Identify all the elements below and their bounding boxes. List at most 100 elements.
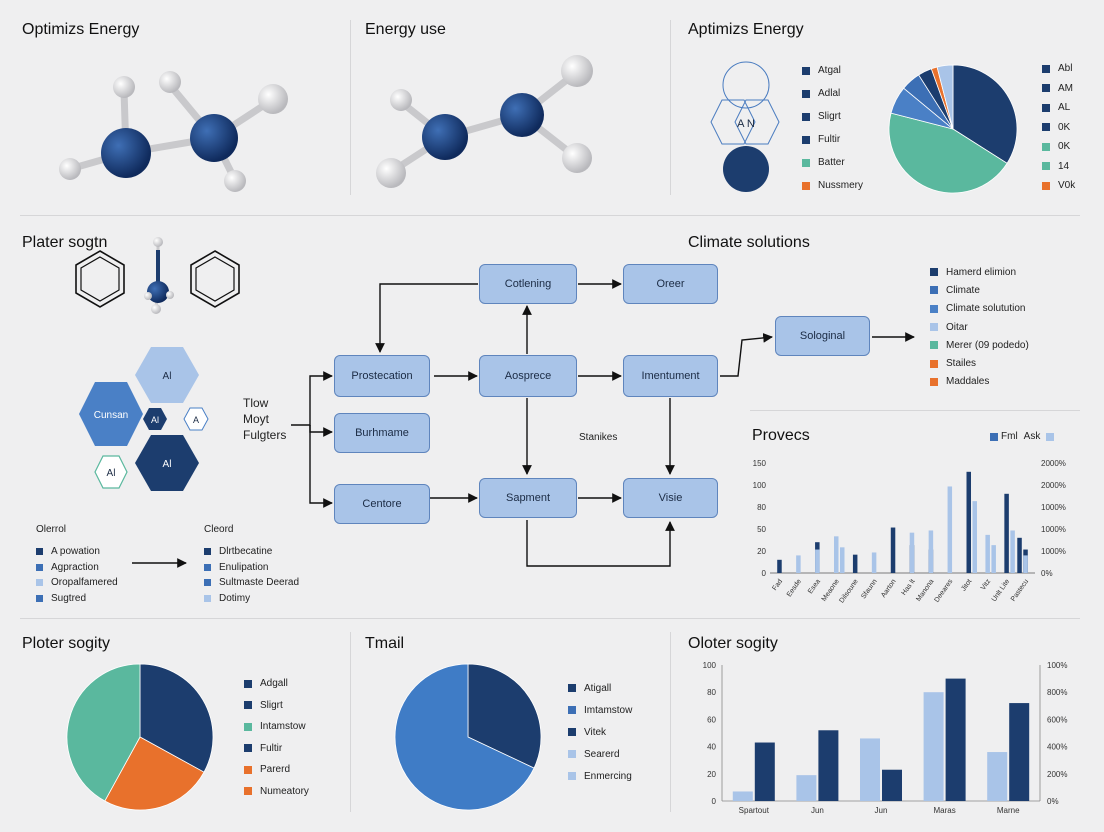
legend-swatch <box>802 158 810 167</box>
legend-label: Fultir <box>260 742 283 754</box>
flow-side-label: Tlow Moyt Fulgters <box>243 395 286 443</box>
legend-label: Ask <box>1023 431 1041 442</box>
list-bullet <box>204 579 211 587</box>
divider-v1 <box>350 20 351 195</box>
white-atom <box>562 143 592 173</box>
bar <box>1004 493 1009 573</box>
legend-item: Sligrt <box>244 695 309 717</box>
list-item: Sultmaste Deerad <box>204 575 299 591</box>
legend-label: Searerd <box>584 748 620 760</box>
flow-side-label-line: Tlow <box>243 396 269 410</box>
hexagon-cluster: Al Cunsan Al A Al Al <box>79 347 209 491</box>
legend-item: AL <box>1042 98 1075 118</box>
x-tick-label: Spartout <box>739 806 770 815</box>
bottom-right-bar-chart: 100806040200100%800%600%400%200%0%Sparto… <box>703 661 1068 815</box>
legend-swatch <box>568 750 576 758</box>
pie-slice <box>394 663 535 811</box>
legend-item: 0K <box>1042 137 1075 157</box>
section-title-climate: Climate solutions <box>688 234 810 251</box>
legend-item: Sligrt <box>802 105 863 128</box>
legend-label: Hamerd elimion <box>946 266 1017 278</box>
left-list-b-title: Cleord <box>204 524 234 535</box>
white-atom <box>224 170 246 192</box>
white-atom <box>258 84 288 114</box>
bar <box>840 547 845 573</box>
bar <box>1010 530 1015 573</box>
x-tick-label: Eesde <box>786 578 803 598</box>
y2-tick-label: 2000% <box>1041 481 1066 490</box>
flow-box-centore[interactable]: Centore <box>334 484 430 524</box>
legend-item: Adgall <box>244 673 309 695</box>
bar <box>754 742 775 801</box>
legend-swatch <box>568 728 576 736</box>
y-tick-label: 100 <box>703 661 717 670</box>
legend-swatch <box>244 679 252 688</box>
legend-swatch <box>244 701 252 710</box>
legend-item: Adlal <box>802 82 863 105</box>
list-item: Dotimy <box>204 591 299 607</box>
blue-atom <box>422 114 468 160</box>
legend-label: Sligrt <box>818 111 841 122</box>
flow-box-aosprece[interactable]: Aosprece <box>479 355 577 397</box>
legend-label: Adgall <box>260 678 288 690</box>
flow-box-imentument[interactable]: Imentument <box>623 355 718 397</box>
list-item-label: Enulipation <box>219 561 269 573</box>
hex-label: A <box>193 415 199 425</box>
list-item-label: Dlrtbecatine <box>219 546 273 558</box>
legend-swatch <box>930 359 938 368</box>
legend-item: Fultir <box>802 128 863 151</box>
bar <box>834 536 839 573</box>
flow-box-burhmame[interactable]: Burhmame <box>334 413 430 453</box>
legend-swatch <box>1042 181 1050 190</box>
legend-swatch <box>802 135 810 144</box>
hex-label: Cunsan <box>94 410 128 421</box>
bottom-left-pie-chart <box>66 663 214 811</box>
flow-box-cotlening[interactable]: Cotlening <box>479 264 577 304</box>
list-item-label: Oropalfamered <box>51 577 118 589</box>
legend-item: Enmercing <box>568 765 632 787</box>
legend-item: Parerd <box>244 759 309 781</box>
bar <box>852 554 858 573</box>
y-tick-label: 150 <box>753 459 767 468</box>
bar <box>966 471 971 573</box>
flow-box-sapment[interactable]: Sapment <box>479 478 577 518</box>
legend-item: Hamerd elimion <box>930 263 1029 281</box>
flow-box-visie[interactable]: Visie <box>623 478 718 518</box>
list-item-label: Sugtred <box>51 592 87 604</box>
bar <box>1017 537 1022 573</box>
list-item: A powation <box>36 544 118 560</box>
list-bullet <box>36 548 43 556</box>
y-tick-label: 50 <box>757 525 766 534</box>
x-tick-label: Sfaunn <box>860 578 879 600</box>
benzene-ring-right <box>190 250 240 308</box>
flow-box-oreer[interactable]: Oreer <box>623 264 718 304</box>
list-item: Agpraction <box>36 560 118 576</box>
legend-item: Searerd <box>568 743 632 765</box>
legend-label: Intamstow <box>260 721 306 733</box>
legend-item: AM <box>1042 79 1075 99</box>
bar <box>909 532 915 573</box>
legend-label: Fultir <box>818 134 841 145</box>
list-item: Dlrtbecatine <box>204 544 299 560</box>
white-atom <box>159 71 181 93</box>
flow-box-sologinal[interactable]: Sologinal <box>775 316 870 356</box>
pie-slice <box>139 663 214 773</box>
y2-tick-label: 1000% <box>1041 503 1066 512</box>
bar <box>985 534 990 573</box>
y2-tick-label: 100% <box>1047 661 1067 670</box>
list-item: Oropalfamered <box>36 575 118 591</box>
legend-swatch <box>568 684 576 692</box>
bar <box>947 486 953 573</box>
section-title-oloter: Oloter sogity <box>688 635 778 652</box>
legend-label: AM <box>1058 82 1073 94</box>
y-tick-label: 100 <box>753 481 767 490</box>
molecule-illustration-2 <box>376 55 593 188</box>
pie-slice <box>66 663 141 802</box>
legend-label: Climate <box>946 284 980 296</box>
legend-swatch <box>244 744 252 753</box>
divider-v3 <box>350 632 351 812</box>
legend-item: V0k <box>1042 176 1075 196</box>
flow-box-prostecation[interactable]: Prostecation <box>334 355 430 397</box>
